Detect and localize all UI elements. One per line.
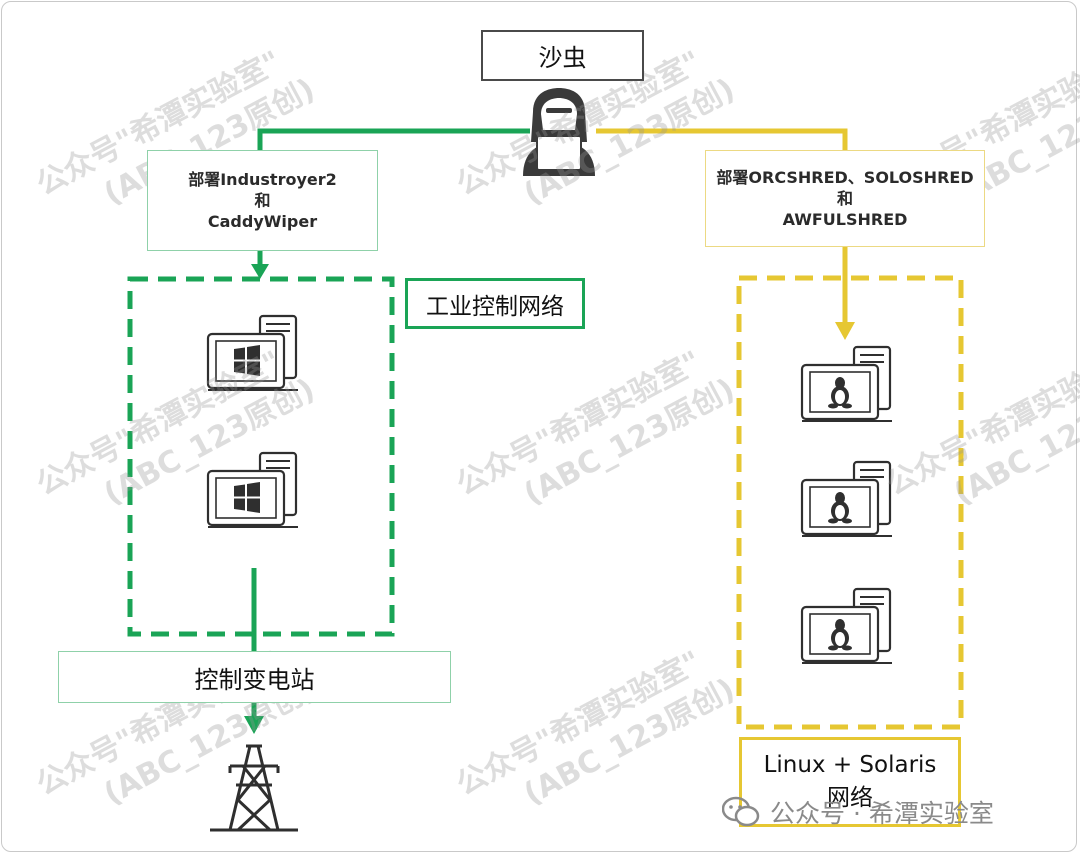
- linux-server-icon: [800, 460, 894, 538]
- linux-server-icon: [800, 587, 894, 665]
- left-arrow-tower: [244, 716, 264, 734]
- wechat-icon: [722, 796, 760, 827]
- industrial-network-label: 工业控制网络: [405, 278, 585, 329]
- industrial-network-label-text: 工业控制网络: [426, 293, 564, 320]
- left-deploy-line: 和: [254, 191, 271, 210]
- right-deploy-line: 和: [836, 189, 853, 208]
- network-label-line: Linux + Solaris: [763, 752, 937, 778]
- hooded-hacker-icon: [523, 88, 595, 176]
- footer-attribution: 公众号 · 希潭实验室: [722, 792, 994, 832]
- attacker-label-box: 沙虫: [481, 30, 644, 81]
- left-connector-top: [257, 128, 530, 150]
- right-arrow-network: [835, 322, 855, 340]
- substation-label-box: 控制变电站: [58, 651, 451, 703]
- windows-server-icon: [206, 451, 300, 529]
- attacker-label: 沙虫: [538, 44, 587, 72]
- linux-server-icon: [800, 345, 894, 423]
- right-deploy-line: 部署ORCSHRED、SOLOSHRED: [716, 168, 974, 187]
- left-deploy-line: 部署Industroyer2: [188, 170, 337, 189]
- left-deploy-line: CaddyWiper: [207, 212, 318, 231]
- substation-label: 控制变电站: [194, 665, 315, 694]
- right-connector-top: [596, 128, 848, 150]
- right-deploy-line: AWFULSHRED: [782, 210, 908, 229]
- windows-server-icon: [206, 314, 300, 392]
- right-deploy-box: 部署ORCSHRED、SOLOSHRED 和 AWFULSHRED: [705, 150, 985, 247]
- linux-solaris-network-label: Linux + Solaris 网络: [739, 737, 961, 827]
- left-arrow-network: [251, 264, 269, 279]
- network-label-line: 网络: [827, 785, 873, 811]
- footer-text: 公众号 · 希潭实验室: [770, 799, 994, 828]
- left-deploy-box: 部署Industroyer2 和 CaddyWiper: [147, 150, 378, 251]
- power-tower-icon: [210, 744, 298, 832]
